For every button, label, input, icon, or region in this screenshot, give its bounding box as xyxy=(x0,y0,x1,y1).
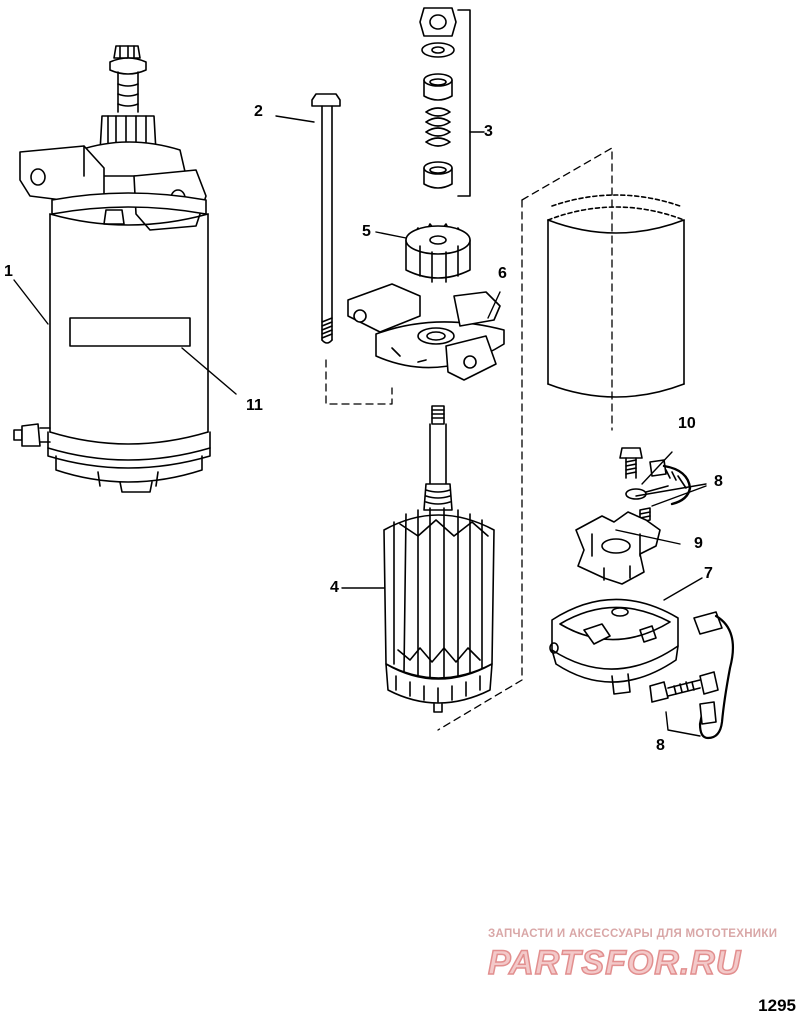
starter-motor-assembly xyxy=(13,45,211,493)
callout-8-upper: 8 xyxy=(714,473,723,490)
armature xyxy=(383,405,495,713)
callout-7: 7 xyxy=(704,565,713,582)
callout-2: 2 xyxy=(254,103,263,120)
drive-end-frame xyxy=(347,283,505,381)
callout-9: 9 xyxy=(694,535,703,552)
callout-6: 6 xyxy=(498,265,507,282)
watermark-tagline: ЗАПЧАСТИ И АКСЕССУАРЫ ДЛЯ МОТОТЕХНИКИ xyxy=(488,928,778,940)
drive-gear xyxy=(405,223,471,283)
commutator-end-cap xyxy=(549,598,679,695)
callout-3: 3 xyxy=(484,123,493,140)
callout-10: 10 xyxy=(678,415,696,432)
through-bolt xyxy=(311,93,341,344)
callout-5: 5 xyxy=(362,223,371,240)
field-frame-housing xyxy=(547,194,685,398)
brush-holder xyxy=(575,511,661,585)
small-screw xyxy=(619,447,643,479)
nut-washer-spring-stack xyxy=(419,7,485,197)
brush-lead-lower xyxy=(649,611,734,740)
watermark-logo: PARTSFOR.RU xyxy=(487,943,742,983)
alignment-lines xyxy=(325,147,613,731)
leader-lines xyxy=(13,115,707,601)
callout-1: 1 xyxy=(4,263,13,280)
callout-4: 4 xyxy=(330,579,339,596)
callout-11: 11 xyxy=(246,397,263,414)
figure-number: 1295 xyxy=(758,996,796,1015)
callout-8-lower: 8 xyxy=(656,737,665,754)
